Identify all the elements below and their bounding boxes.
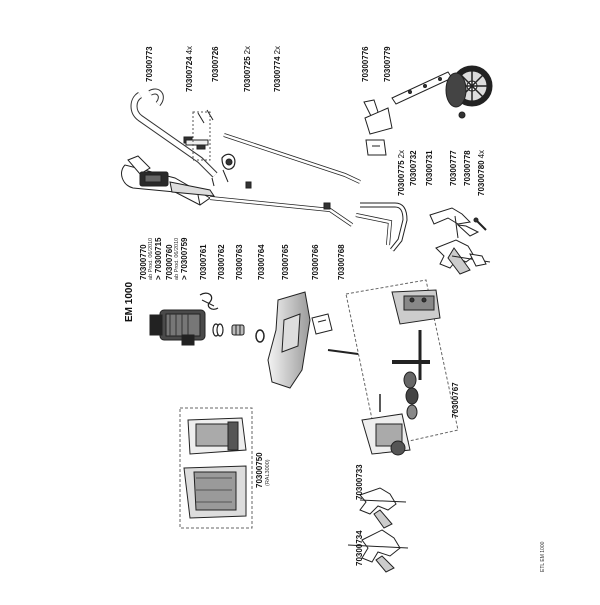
document-footer: ETL EM 1000: [540, 541, 546, 572]
wheel-bracket: [363, 99, 393, 156]
cable-761: [199, 292, 219, 310]
part-label-70300774: 703007742x: [273, 45, 282, 92]
part-label-70300760: 70300760: [165, 244, 174, 280]
part-number: 70300724: [185, 56, 194, 92]
part-label-70300731: 70300731: [425, 150, 434, 186]
color-note-ral: (RAL3000): [265, 459, 271, 486]
part-label-70300770: 70300770: [139, 244, 148, 280]
ring-762: [212, 323, 224, 337]
part-qty: 4x: [185, 45, 194, 55]
part-number: 70300762: [217, 244, 226, 280]
part-label-70300765: 70300765: [281, 244, 290, 280]
part-qty: 2x: [273, 45, 282, 55]
cable-clamp-726: [221, 153, 236, 183]
screws-724: [183, 109, 215, 206]
part-qty: 4x: [477, 149, 486, 159]
part-number: 70300773: [145, 46, 154, 82]
part-label-70300724: 703007244x: [185, 45, 194, 92]
part-number: 70300767: [451, 382, 460, 418]
part-label-70300763: 70300763: [235, 244, 244, 280]
part-number: 70300777: [449, 150, 458, 186]
part-label-70300778: 70300778: [463, 150, 472, 186]
part-label-70300779: 70300779: [383, 46, 392, 82]
tine-assembly-732: [435, 239, 491, 275]
part-number: 70300766: [311, 244, 320, 280]
part-number: > 70300759: [180, 237, 189, 281]
part-number: 70300764: [257, 244, 266, 280]
part-number: 70300774: [273, 56, 282, 92]
part-number: 70300725: [243, 56, 252, 92]
part-label-70300767: 70300767: [451, 382, 460, 418]
cover-plate-765: [267, 291, 311, 389]
part-number: 70300732: [409, 150, 418, 186]
part-label-70300715: > 70300715: [154, 237, 163, 281]
part-number: 70300750: [255, 452, 264, 488]
pin-780: [473, 217, 487, 231]
part-label-70300768: 70300768: [337, 244, 346, 280]
part-number: 70300731: [425, 150, 434, 186]
part-label-70300734: 70300734: [355, 530, 364, 566]
part-number: 70300765: [281, 244, 290, 280]
gearbox-group-767: [345, 279, 459, 456]
tine-733: [359, 487, 407, 529]
part-number: 70300770: [139, 244, 148, 280]
coupling-763: [231, 324, 245, 336]
part-number: 70300760: [165, 244, 174, 280]
upper-handlebar: [130, 88, 218, 178]
plate-766: [311, 313, 333, 335]
handle-grip-assembly: [121, 155, 215, 206]
motor-760: [149, 309, 206, 346]
part-label-70300732: 70300732: [409, 150, 418, 186]
part-number: 70300763: [235, 244, 244, 280]
part-number: 70300733: [355, 464, 364, 500]
part-label-70300762: 70300762: [217, 244, 226, 280]
part-label-70300725: 703007252x: [243, 45, 252, 92]
part-label-70300775: 703007752x: [397, 149, 406, 196]
part-label-70300773: 70300773: [145, 46, 154, 82]
bolt-768: [327, 349, 359, 355]
part-label-70300733: 70300733: [355, 464, 364, 500]
part-label-70300759: > 70300759: [180, 237, 189, 281]
wheel-arm: [391, 71, 453, 105]
outer-tine-731: [429, 207, 480, 239]
part-number: > 70300715: [154, 237, 163, 281]
part-number: 70300726: [211, 46, 220, 82]
ring-764: [255, 329, 265, 343]
part-number: 70300779: [383, 46, 392, 82]
part-number: 70300768: [337, 244, 346, 280]
part-label-70300764: 70300764: [257, 244, 266, 280]
housing-cover-750: [179, 407, 253, 529]
tine-734: [347, 529, 409, 573]
lower-handle-tubes: [209, 133, 361, 227]
transport-wheel: [445, 65, 493, 119]
part-qty: 2x: [397, 149, 406, 159]
part-label-70300776: 70300776: [361, 46, 370, 82]
part-label-70300726: 70300726: [211, 46, 220, 82]
diagram-title: EM 1000: [124, 281, 135, 322]
part-number: 70300734: [355, 530, 364, 566]
part-label-70300761: 70300761: [199, 244, 208, 280]
part-number: 70300778: [463, 150, 472, 186]
part-number: 70300780: [477, 160, 486, 196]
part-number: 70300761: [199, 244, 208, 280]
part-number: 70300776: [361, 46, 370, 82]
support-struts: [355, 202, 408, 252]
part-label-70300780: 703007804x: [477, 149, 486, 196]
part-number: 70300775: [397, 160, 406, 196]
part-label-70300766: 70300766: [311, 244, 320, 280]
part-qty: 2x: [243, 45, 252, 55]
part-label-70300777: 70300777: [449, 150, 458, 186]
part-label-70300750: 70300750: [255, 452, 264, 488]
